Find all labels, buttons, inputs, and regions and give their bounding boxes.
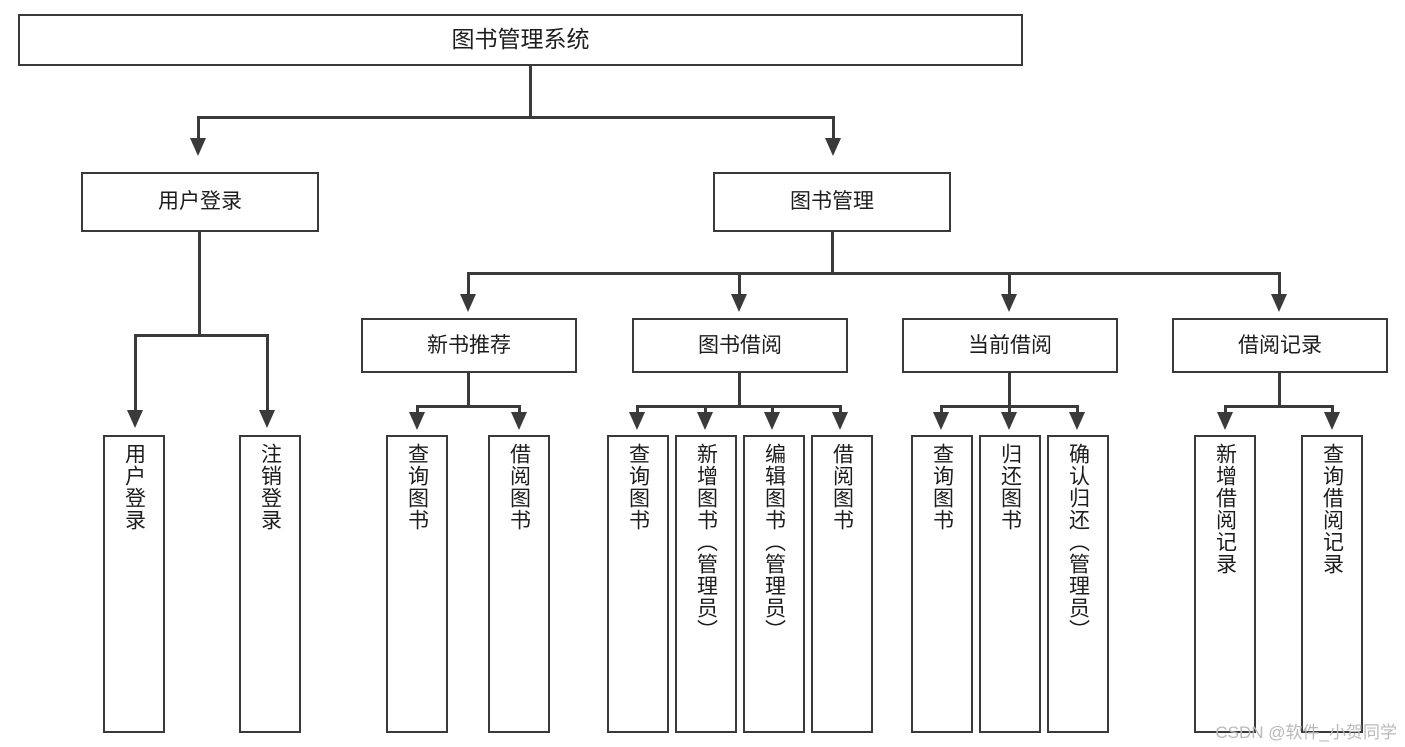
arrowhead-bookmgmt-borrow [731,294,747,312]
connector-bookmgmt-stem [831,232,834,274]
connector-newbook-bar [416,405,521,408]
leaf-borrow-borrow-book[interactable]: 借阅图书 [811,435,873,733]
connector-borrow-to-leaf4 [839,405,842,415]
arrowhead-root-to-user [190,138,206,156]
connector-userlogin-to-leaf1 [134,334,137,412]
connector-userlogin-stem [198,232,201,335]
connector-root-to-user [197,116,200,141]
connector-bookmgmt-to-borrow [738,272,741,296]
arrowhead-borrow-leaf4 [832,412,848,430]
connector-root-bar [197,116,835,119]
leaf-newbook-query-book[interactable]: 查询图书 [386,435,448,733]
leaf-borrow-edit-book[interactable]: 编辑图书（管理员） [743,435,805,733]
connector-bookmgmt-bar [467,272,1281,275]
arrowhead-newbook-leaf1 [409,412,425,430]
leaf-current-confirm-return[interactable]: 确认归还（管理员） [1047,435,1109,733]
arrowhead-userlogin-leaf2 [259,410,275,428]
leaf-user-login[interactable]: 用户登录 [103,435,165,733]
node-borrow-record[interactable]: 借阅记录 [1172,318,1388,373]
connector-bookmgmt-to-newbook [467,272,470,296]
node-label: 查询图书 [930,443,954,531]
connector-current-to-leaf3 [1076,405,1079,415]
node-new-book-recommend[interactable]: 新书推荐 [361,318,577,373]
connector-borrow-to-leaf3 [771,405,774,415]
arrowhead-record-leaf2 [1324,412,1340,430]
connector-record-to-leaf1 [1224,405,1227,415]
node-label: 借阅记录 [1238,333,1322,357]
connector-current-to-leaf1 [940,405,943,415]
node-label: 注销登录 [258,443,282,531]
node-label: 用户登录 [158,190,242,214]
connector-newbook-to-leaf1 [416,405,419,415]
arrowhead-borrow-leaf3 [764,412,780,430]
node-label: 借阅图书 [830,443,854,531]
arrowhead-bookmgmt-current [1001,294,1017,312]
connector-newbook-stem [467,373,470,407]
connector-borrow-stem [738,373,741,407]
connector-root-to-bookmgmt [832,116,835,141]
node-current-borrow[interactable]: 当前借阅 [902,318,1118,373]
connector-borrow-bar [636,405,842,408]
leaf-current-return-book[interactable]: 归还图书 [979,435,1041,733]
connector-record-stem [1278,373,1281,407]
node-label: 新增借阅记录 [1213,443,1237,575]
node-label: 编辑图书（管理员） [762,443,786,641]
connector-borrow-to-leaf2 [704,405,707,415]
node-user-login[interactable]: 用户登录 [81,172,319,232]
leaf-record-add[interactable]: 新增借阅记录 [1194,435,1256,733]
node-label: 图书借阅 [698,333,782,357]
node-label: 借阅图书 [507,443,531,531]
connector-newbook-to-leaf2 [518,405,521,415]
arrowhead-current-leaf3 [1069,412,1085,430]
arrowhead-current-leaf1 [933,412,949,430]
connector-borrow-to-leaf1 [636,405,639,415]
leaf-newbook-borrow-book[interactable]: 借阅图书 [488,435,550,733]
leaf-borrow-query-book[interactable]: 查询图书 [607,435,669,733]
arrowhead-record-leaf1 [1217,412,1233,430]
node-book-management[interactable]: 图书管理 [713,172,951,232]
csdn-watermark: CSDN @软件_小贺同学 [1215,723,1397,742]
node-label: 查询图书 [626,443,650,531]
node-label: 新书推荐 [427,333,511,357]
leaf-borrow-add-book[interactable]: 新增图书（管理员） [675,435,737,733]
node-root-system[interactable]: 图书管理系统 [18,14,1023,66]
arrowhead-root-to-bookmgmt [825,138,841,156]
node-label: 图书管理系统 [451,26,590,53]
node-label: 新增图书（管理员） [694,443,718,641]
arrowhead-bookmgmt-record [1271,294,1287,312]
node-label: 查询借阅记录 [1320,443,1344,575]
node-label: 确认归还（管理员） [1066,443,1090,641]
connector-current-to-leaf2 [1008,405,1011,415]
node-label: 归还图书 [998,443,1022,531]
leaf-current-query-book[interactable]: 查询图书 [911,435,973,733]
node-label: 当前借阅 [968,333,1052,357]
arrowhead-borrow-leaf1 [629,412,645,430]
arrowhead-userlogin-leaf1 [127,410,143,428]
connector-root-stem [529,66,532,118]
connector-bookmgmt-to-current [1008,272,1011,296]
connector-record-to-leaf2 [1331,405,1334,415]
node-label: 图书管理 [790,190,874,214]
connector-bookmgmt-to-record [1278,272,1281,296]
connector-current-stem [1008,373,1011,407]
connector-userlogin-to-leaf2 [266,334,269,412]
leaf-record-query[interactable]: 查询借阅记录 [1301,435,1363,733]
connector-record-bar [1224,405,1334,408]
arrowhead-newbook-leaf2 [511,412,527,430]
node-label: 用户登录 [122,443,146,531]
arrowhead-current-leaf2 [1001,412,1017,430]
leaf-logout[interactable]: 注销登录 [239,435,301,733]
arrowhead-borrow-leaf2 [697,412,713,430]
node-book-borrow[interactable]: 图书借阅 [632,318,848,373]
arrowhead-bookmgmt-newbook [460,294,476,312]
node-label: 查询图书 [405,443,429,531]
connector-userlogin-bar [134,334,269,337]
